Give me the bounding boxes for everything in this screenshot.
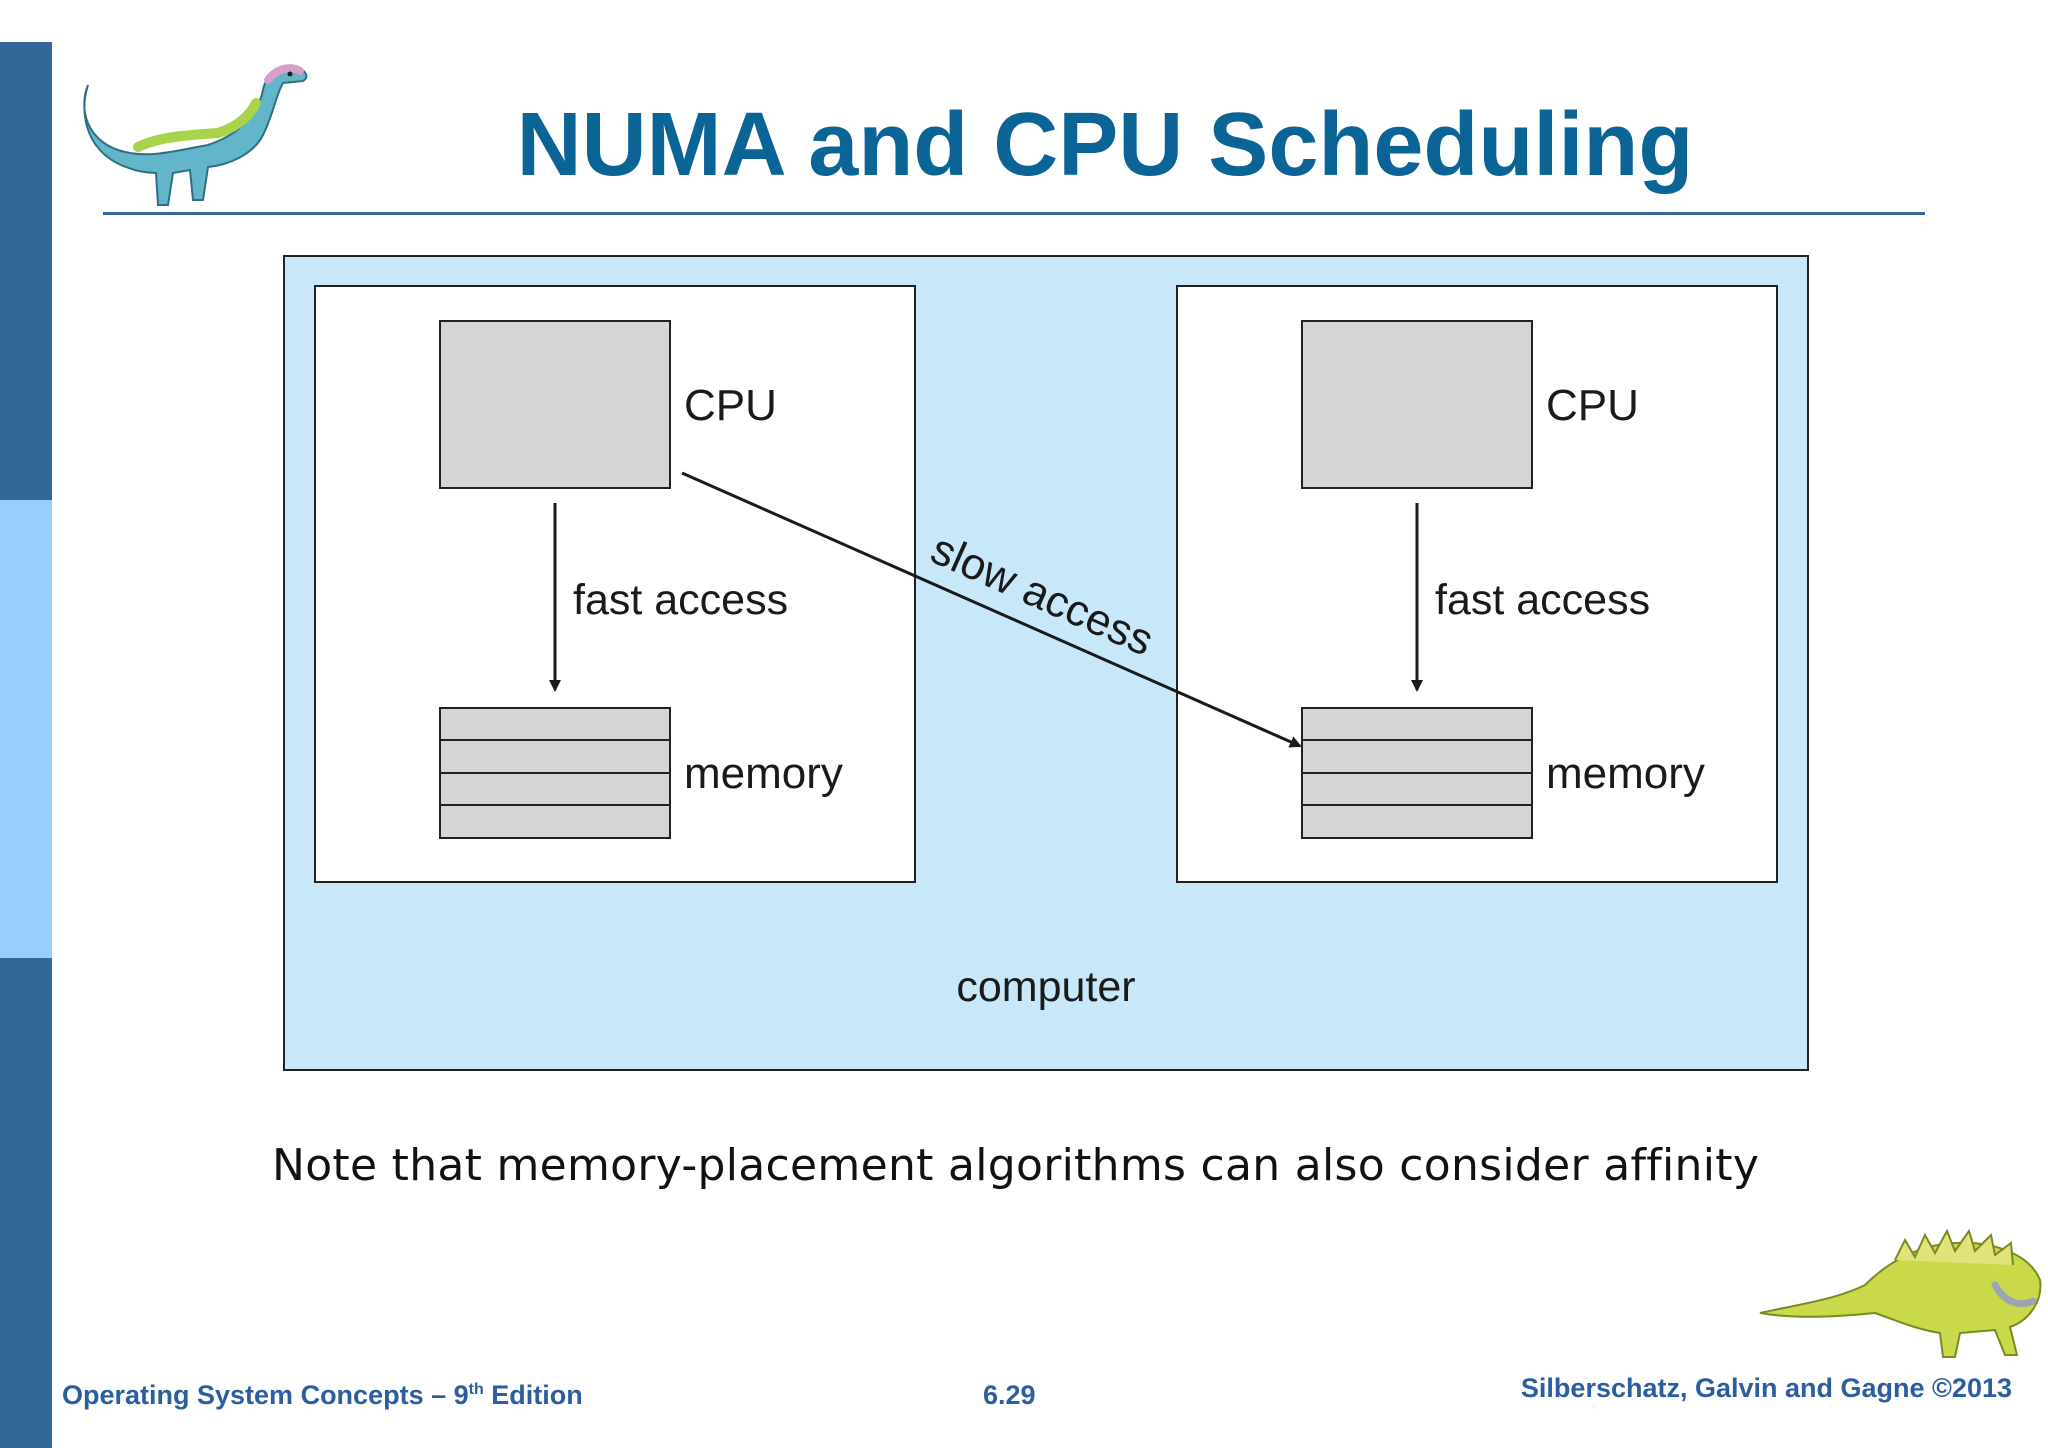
sidebar-band-middle xyxy=(0,500,52,958)
slide-title: NUMA and CPU Scheduling xyxy=(516,95,1694,195)
right-cpu-block xyxy=(1301,320,1533,489)
footer-slide-number: 6.29 xyxy=(983,1380,1036,1410)
sidebar-band-top xyxy=(0,42,52,500)
affinity-note: Note that memory-placement algorithms ca… xyxy=(272,1140,1760,1191)
left-fast-access-label: fast access xyxy=(573,576,788,624)
dinosaur-bottom-icon xyxy=(1759,1228,2042,1358)
left-cpu-block xyxy=(439,320,671,489)
left-memory-block xyxy=(439,707,671,839)
left-memory-label: memory xyxy=(684,749,843,798)
footer-copyright: Silberschatz, Galvin and Gagne ©2013 xyxy=(1520,1373,2012,1403)
computer-label: computer xyxy=(956,963,1135,1011)
right-memory-label: memory xyxy=(1546,749,1705,798)
dinosaur-top-icon xyxy=(83,64,308,206)
footer-book-title: Operating System Concepts – 9th Edition xyxy=(62,1380,583,1410)
right-memory-block xyxy=(1301,707,1533,839)
right-cpu-label: CPU xyxy=(1546,381,1639,430)
sidebar-band-bottom xyxy=(0,958,52,1448)
title-divider xyxy=(103,212,1925,215)
left-cpu-label: CPU xyxy=(684,381,777,430)
right-fast-access-label: fast access xyxy=(1435,576,1650,624)
slow-access-arrow xyxy=(681,471,1302,748)
